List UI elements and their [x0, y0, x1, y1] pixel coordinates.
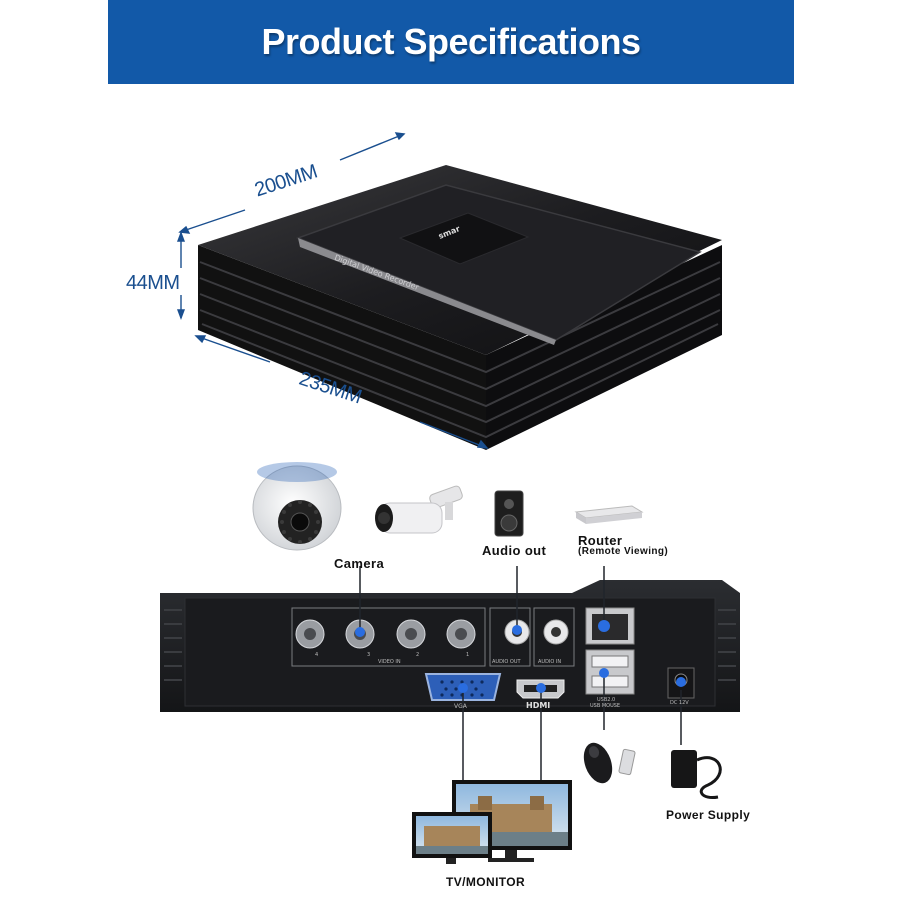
logo-plate — [398, 212, 530, 265]
power-adapter-image — [671, 750, 722, 800]
vga-label: VGA — [454, 703, 467, 710]
height-dimension-label: 44MM — [126, 272, 180, 294]
camera-label: Camera — [334, 556, 385, 571]
connection-dots — [355, 620, 686, 693]
connection-lines — [359, 566, 682, 830]
bnc-number-3: 3 — [367, 652, 371, 658]
dvr-left-side — [198, 245, 486, 450]
monitor-image — [412, 780, 572, 864]
title-banner: Product Specifications — [108, 0, 794, 84]
video-in-label: VIDEO IN — [378, 659, 401, 665]
dvr-rear-view — [160, 580, 740, 712]
bullet-camera-image — [375, 485, 463, 534]
hdmi-label: HDMI — [526, 701, 551, 710]
audio-out-label: Audio out — [482, 543, 547, 558]
audio-in-port-label: AUDIO IN — [538, 659, 562, 665]
speaker-image — [494, 490, 524, 537]
banner-title: Product Specifications — [261, 21, 641, 62]
tv-monitor-label: TV/MONITOR — [446, 875, 526, 889]
dvr-top-view — [198, 165, 722, 450]
power-supply-label: Power Supply — [666, 808, 751, 822]
bnc-number-1: 1 — [466, 652, 470, 658]
router-image — [574, 505, 644, 524]
dc-label: DC 12V — [670, 700, 689, 706]
dome-camera-image — [252, 462, 342, 551]
audio-out-port-label: AUDIO OUT — [492, 659, 521, 665]
bnc-number-4: 4 — [315, 652, 319, 658]
usb-stick-image — [618, 748, 636, 776]
dvr-right-side — [486, 245, 722, 450]
mouse-image — [583, 742, 613, 784]
router-label: Router — [578, 533, 623, 548]
dimension-lines — [176, 132, 489, 449]
bnc-connectors — [295, 619, 476, 649]
bnc-number-2: 2 — [416, 652, 420, 658]
usb-label: USB2.0 — [597, 697, 616, 703]
router-sub-label: (Remote Viewing) — [578, 546, 669, 557]
usb-mouse-label: USB MOUSE — [590, 703, 621, 709]
